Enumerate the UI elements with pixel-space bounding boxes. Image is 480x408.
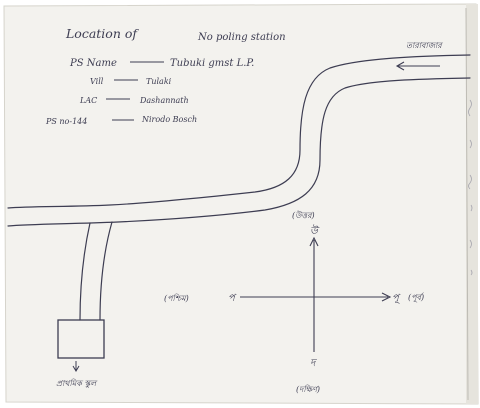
info-value-ps-name: Tubuki gmst L.P. xyxy=(170,58,254,69)
compass-east-letter: পূ xyxy=(392,293,401,305)
compass-south-letter: দ xyxy=(310,358,318,369)
title-heading: Location of xyxy=(65,26,139,41)
road-label: তারাবাজার xyxy=(406,41,443,50)
info-value-psno: Nirodo Bosch xyxy=(141,115,197,124)
road-direction-arrow xyxy=(395,61,440,71)
building-label: প্রাথমিক স্কুল xyxy=(56,378,98,389)
info-value-vill: Tulaki xyxy=(146,77,172,86)
info-label-ps-name: PS Name xyxy=(69,58,117,69)
info-label-vill: Vill xyxy=(90,77,104,86)
info-label-psno: PS no-144 xyxy=(45,117,87,126)
compass-north-word: (উত্তর) xyxy=(292,210,315,220)
compass-west-word: (পশ্চিম) xyxy=(164,293,189,303)
info-value-lac: Dashannath xyxy=(139,96,189,105)
title-subject: No poling station xyxy=(197,32,286,43)
compass-rose xyxy=(240,236,392,352)
compass-north-letter: উ xyxy=(310,224,320,237)
school-building xyxy=(57,319,105,359)
main-road xyxy=(7,54,471,227)
building-arrow xyxy=(72,361,80,372)
bleed-through-marks xyxy=(468,99,473,276)
branch-road xyxy=(79,221,113,321)
compass-east-word: (পূর্ব) xyxy=(408,292,424,303)
compass-south-word: (দক্ষিণ) xyxy=(296,384,320,394)
info-label-lac: LAC xyxy=(79,96,97,105)
paper-edge-strip xyxy=(466,4,478,404)
compass-west-letter: প xyxy=(228,293,237,304)
